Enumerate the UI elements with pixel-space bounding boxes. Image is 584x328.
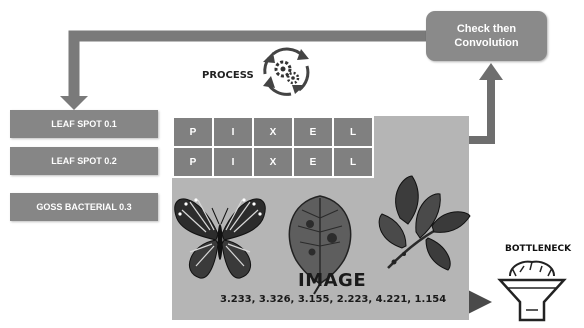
funnel-icon (500, 262, 564, 320)
bottleneck-label: BOTTLENECK (505, 244, 571, 254)
leaf-branch-icon (379, 176, 470, 270)
image-values: 3.233, 3.326, 3.155, 2.223, 4.221, 1.154 (220, 294, 446, 305)
butterfly-icon (175, 198, 266, 278)
image-label: IMAGE (298, 270, 366, 291)
